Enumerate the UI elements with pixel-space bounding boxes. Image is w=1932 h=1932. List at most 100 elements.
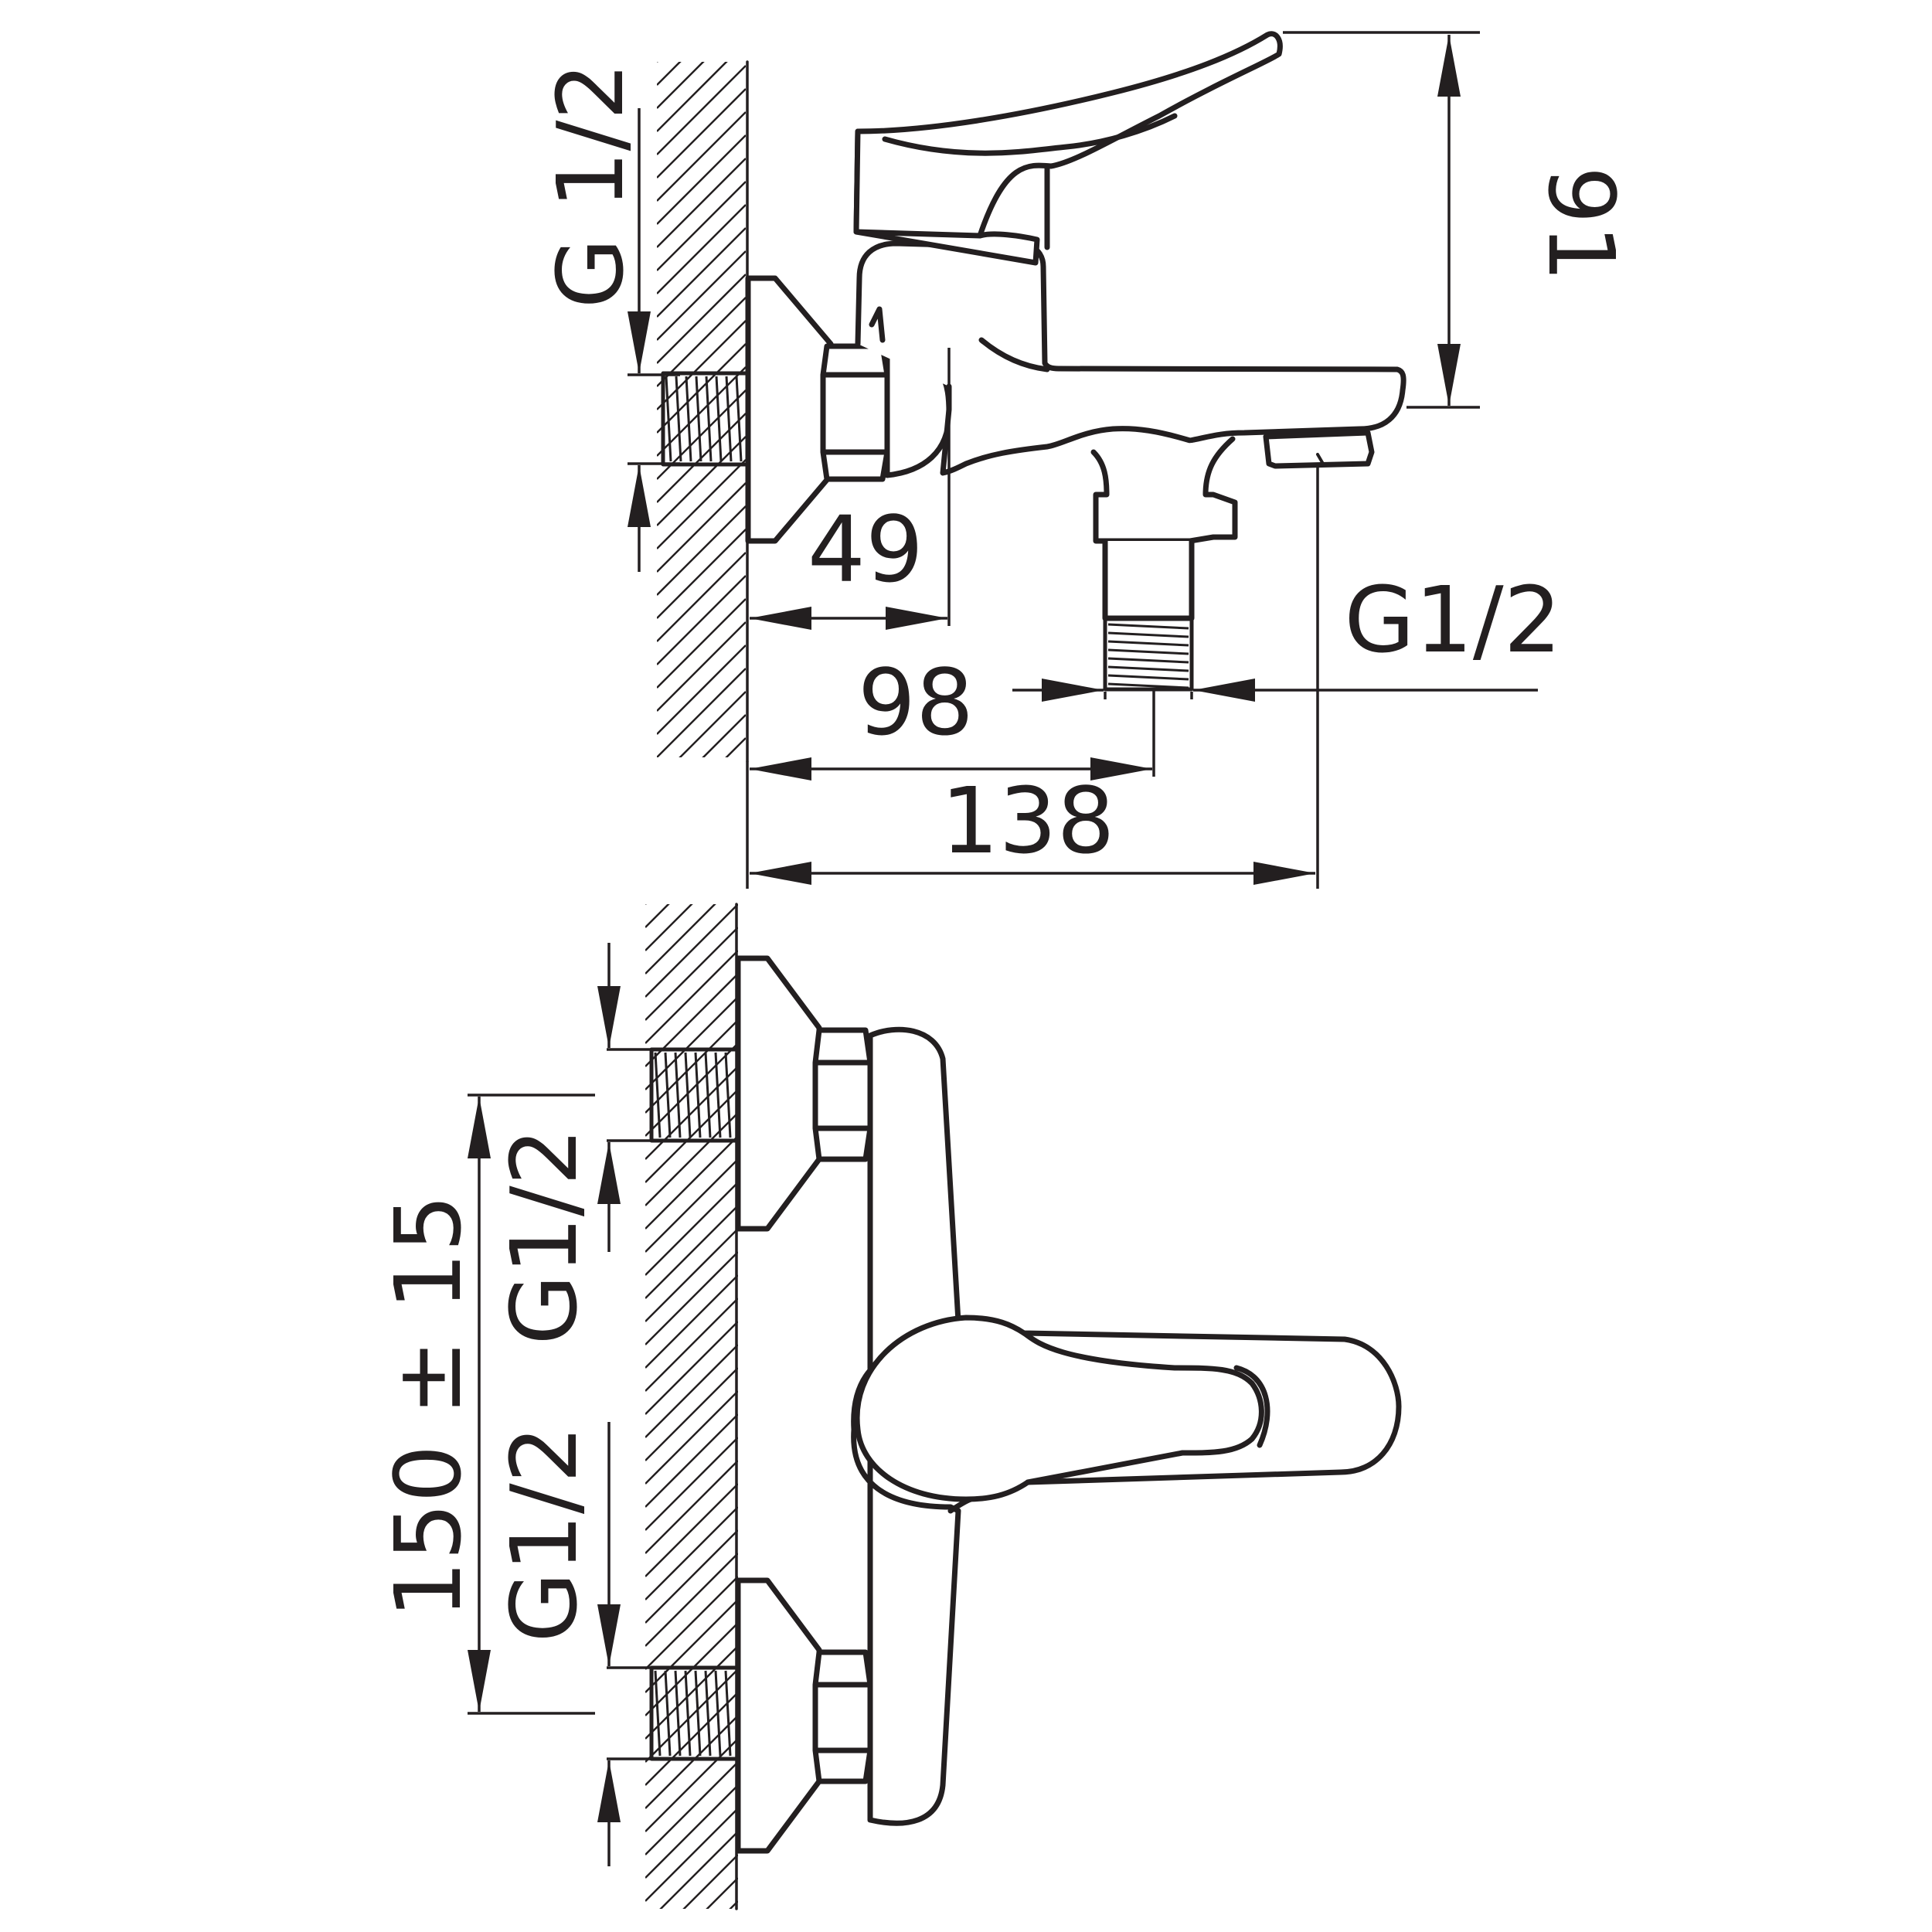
- thread-ridge: [695, 376, 702, 462]
- hatch-line: [657, 62, 682, 86]
- hatch-line: [657, 575, 746, 665]
- thread-ridge: [1107, 648, 1189, 655]
- hatch-line: [645, 1390, 738, 1485]
- hatch-line: [645, 1483, 738, 1577]
- hex-nut-side: [820, 343, 890, 482]
- hatch-line: [657, 459, 746, 549]
- hatch-line: [645, 1576, 738, 1670]
- thread-ridge: [715, 376, 723, 462]
- hatch-line: [645, 1645, 738, 1740]
- wall-hatching-top: [657, 60, 749, 850]
- hatch-line: [645, 1668, 738, 1763]
- hatch-line: [645, 1321, 738, 1415]
- thread-ridge: [1107, 682, 1189, 689]
- hatch-line: [645, 1715, 738, 1809]
- thread-ridge: [684, 1052, 692, 1138]
- height-label: 91: [1528, 166, 1634, 282]
- hatch-line: [657, 111, 746, 202]
- thread-ridge: [714, 1052, 722, 1138]
- hatch-line: [682, 1854, 738, 1909]
- thread-ridge: [704, 1670, 712, 1757]
- lower-thread-label: G1/2: [491, 1425, 597, 1642]
- spout-aerator: [1263, 430, 1375, 469]
- hatch-line: [645, 1784, 738, 1879]
- length-label: 138: [940, 767, 1114, 874]
- thread-ridge: [685, 376, 692, 462]
- lever-handle-front: [854, 1315, 1402, 1502]
- hatch-line: [645, 1298, 738, 1392]
- side-view: 91 G 1/2 49 G1/2 98 138: [537, 31, 1634, 889]
- hatch-line: [657, 181, 746, 271]
- lever-front-contour: [1021, 1330, 1264, 1485]
- hatch-line: [657, 761, 746, 850]
- thread-ridge: [675, 376, 682, 462]
- depth-label: 49: [808, 496, 923, 603]
- hatch-line: [645, 904, 647, 905]
- body-tab: [869, 306, 886, 343]
- thread-ridge: [725, 376, 733, 462]
- thread-ridge: [664, 1052, 672, 1138]
- thread-ridge: [724, 1670, 732, 1757]
- hatch-line: [657, 505, 746, 596]
- hatch-line: [645, 1135, 738, 1230]
- upper-inlet-thread: [654, 1052, 732, 1138]
- hatch-line: [645, 1460, 738, 1554]
- hatch-line: [645, 1043, 738, 1137]
- hatch-line: [645, 1413, 738, 1508]
- hatch-line: [645, 1506, 738, 1600]
- thread-ridge: [735, 376, 743, 462]
- hatch-line: [645, 1529, 738, 1624]
- hatch-line: [657, 320, 746, 410]
- lower-wall-flange: [735, 1577, 822, 1854]
- hatch-line: [657, 621, 746, 712]
- hatch-line: [659, 1831, 738, 1909]
- hatch-line: [645, 1344, 738, 1438]
- thread-ridge: [705, 376, 713, 462]
- hatch-line: [657, 645, 746, 735]
- mixer-body-side: [855, 240, 1406, 476]
- wall-hatching-bottom: [645, 903, 738, 1910]
- hatch-line: [645, 996, 738, 1090]
- thread-ridge: [654, 1670, 662, 1757]
- lever-front-edge: [1233, 1365, 1270, 1448]
- hatch-line: [645, 1599, 738, 1693]
- hatch-line: [645, 973, 738, 1067]
- body-curve-line: [978, 337, 1050, 372]
- hatch-line: [645, 1367, 738, 1461]
- hatch-line: [657, 366, 746, 457]
- hatch-line: [657, 62, 658, 63]
- hatch-line: [725, 737, 746, 757]
- hatch-line: [657, 274, 746, 364]
- thread-ridge: [1107, 623, 1189, 630]
- hatch-line: [645, 1692, 738, 1786]
- hatch-line: [645, 904, 693, 951]
- outlet-thread-label: G1/2: [1344, 566, 1561, 673]
- shower-outlet-connector: [1090, 436, 1238, 692]
- hatch-line: [657, 65, 746, 155]
- thread-ridge: [664, 1670, 672, 1757]
- hatch-line: [645, 1089, 738, 1183]
- mixer-body-front: [851, 1026, 961, 1826]
- thread-ridge: [1107, 674, 1189, 681]
- hatch-line: [645, 1251, 738, 1345]
- hatch-line: [645, 904, 716, 975]
- thread-ridge: [674, 1052, 682, 1138]
- thread-ridge: [694, 1052, 702, 1138]
- hatch-line: [657, 62, 728, 132]
- hatch-line: [657, 134, 746, 225]
- inlet-thread-label: G 1/2: [537, 63, 644, 309]
- thread-ridge: [704, 1052, 712, 1138]
- thread-ridge: [1107, 631, 1189, 638]
- lower-inlet-thread: [654, 1670, 732, 1757]
- hatch-line: [657, 482, 746, 573]
- hatch-line: [657, 343, 746, 434]
- hatch-line: [645, 1112, 738, 1206]
- lever-handle-side: [853, 31, 1283, 239]
- hatch-line: [657, 668, 746, 757]
- thread-ridge: [714, 1670, 722, 1757]
- hatch-line: [645, 1808, 738, 1902]
- hatch-line: [657, 598, 746, 689]
- front-view: G1/2 G1/2 150 ± 15: [375, 903, 1402, 1910]
- hatch-line: [645, 1019, 738, 1114]
